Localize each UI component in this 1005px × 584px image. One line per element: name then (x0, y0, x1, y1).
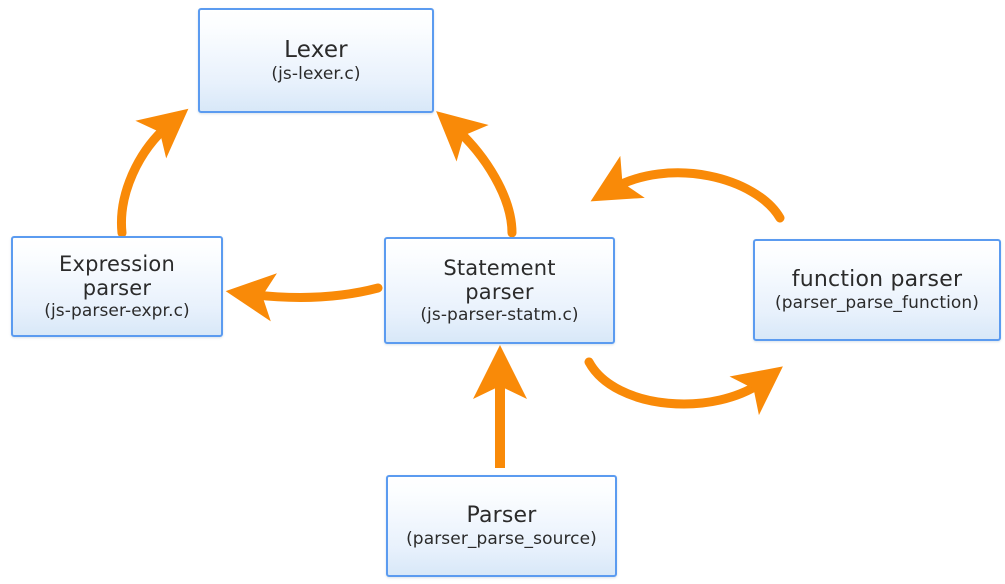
edge-expression-to-lexer (116, 108, 189, 238)
node-statement-parser-subtitle: (js-parser-statm.c) (420, 305, 579, 326)
edge-statement-to-function (584, 357, 783, 416)
node-function-parser-title: function parser (791, 267, 963, 292)
node-lexer-title: Lexer (284, 36, 348, 63)
node-statement-parser[interactable]: Statement parser (js-parser-statm.c) (384, 237, 615, 344)
edge-statement-to-lexer (436, 111, 517, 238)
node-expression-parser-subtitle: (js-parser-expr.c) (44, 301, 190, 322)
edge-statement-to-expression (225, 273, 383, 322)
node-function-parser-subtitle: (parser_parse_function) (774, 292, 980, 313)
node-expression-parser[interactable]: Expression parser (js-parser-expr.c) (11, 236, 223, 337)
node-function-parser[interactable]: function parser (parser_parse_function) (753, 239, 1001, 341)
node-expression-parser-title-line1: Expression (59, 251, 175, 276)
node-lexer[interactable]: Lexer (js-lexer.c) (198, 8, 434, 113)
node-parser-subtitle: (parser_parse_source) (406, 528, 597, 549)
node-lexer-subtitle: (js-lexer.c) (271, 64, 361, 85)
node-expression-parser-title-line2: parser (82, 276, 152, 301)
node-parser[interactable]: Parser (parser_parse_source) (386, 475, 617, 577)
node-statement-parser-title-line1: Statement (443, 255, 556, 280)
edge-function-to-statement (590, 155, 785, 223)
node-parser-title: Parser (466, 503, 537, 528)
node-statement-parser-title-line2: parser (465, 280, 534, 305)
